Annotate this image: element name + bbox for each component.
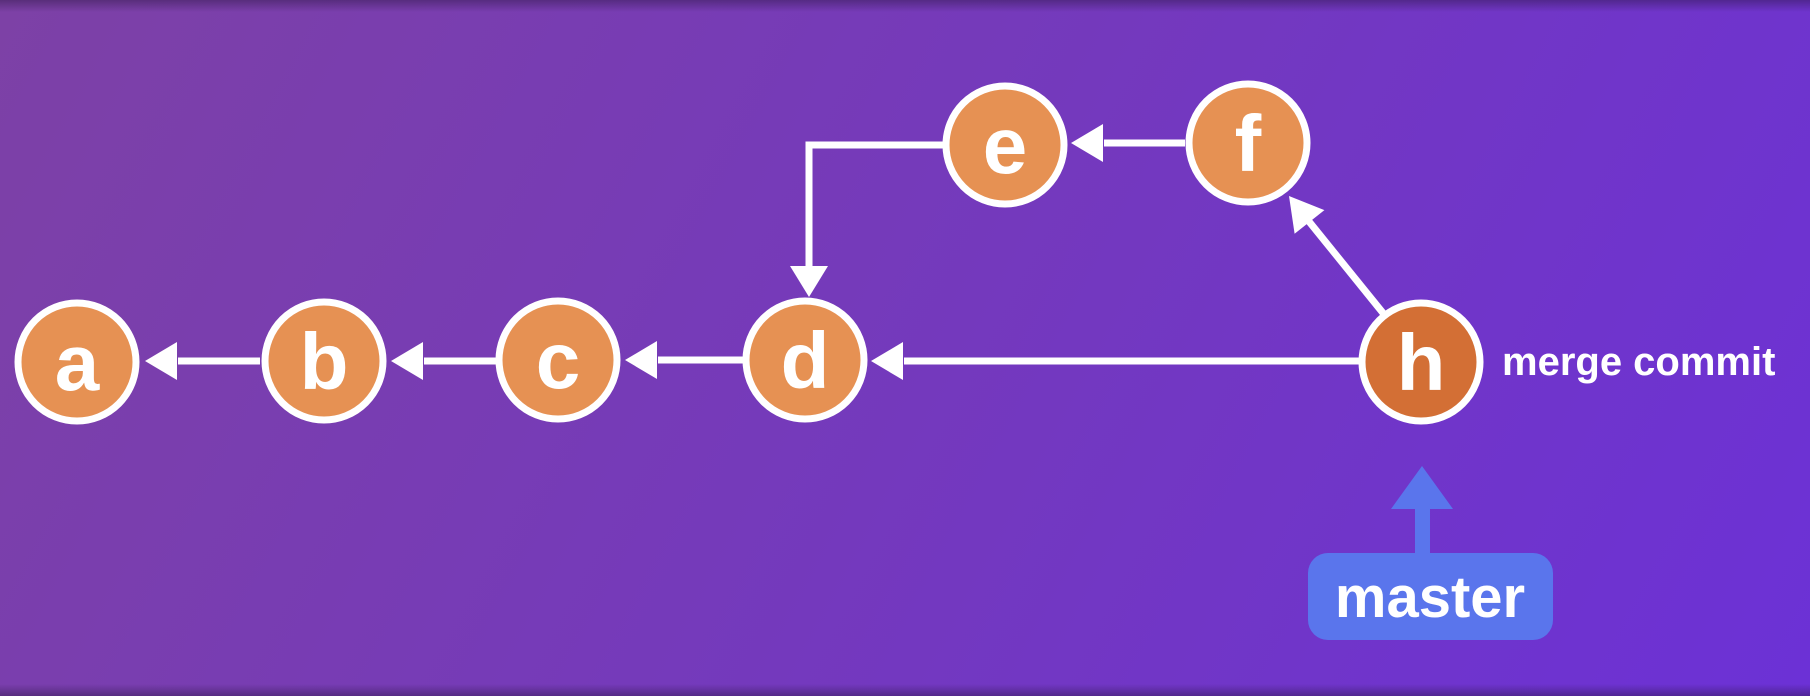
commit-node-d: d — [742, 297, 868, 423]
edge-b-a — [145, 342, 260, 380]
edge-d-c-arrowhead — [625, 341, 657, 379]
commit-node-c-label: c — [536, 316, 581, 405]
commit-node-c: c — [495, 297, 621, 423]
commit-node-b-circle — [261, 298, 387, 424]
edge-c-b — [391, 342, 497, 380]
edge-h-d — [871, 342, 1360, 380]
edge-h-d-arrowhead — [871, 342, 903, 380]
edge-h-f-line — [1304, 216, 1386, 316]
edge-e-d — [790, 141, 944, 297]
branch-arrow-icon — [1391, 466, 1453, 556]
commit-node-f-circle — [1185, 80, 1311, 206]
edge-f-e-arrowhead — [1071, 124, 1103, 162]
commit-node-a-circle — [14, 299, 140, 425]
commit-node-b: b — [261, 298, 387, 424]
commit-node-a: a — [14, 299, 140, 425]
commit-node-e-circle — [942, 82, 1068, 208]
commit-node-f: f — [1185, 80, 1311, 206]
commit-node-c-circle — [495, 297, 621, 423]
merge-commit-node-h-circle — [1358, 299, 1484, 425]
edge-c-b-arrowhead — [391, 342, 423, 380]
commit-node-e-label: e — [983, 101, 1028, 190]
commit-node-d-label: d — [781, 316, 830, 405]
commit-node-a-label: a — [55, 318, 100, 407]
edge-h-f — [1289, 196, 1386, 316]
branch-badge-background — [1308, 553, 1553, 640]
branch-arrow-head — [1391, 466, 1453, 509]
branch-badge-label: master — [1335, 565, 1525, 630]
commit-node-b-label: b — [300, 317, 349, 406]
merge-commit-node-h-label: h — [1397, 318, 1446, 407]
branch-badge: master — [1308, 553, 1553, 640]
edge-h-f-arrowhead — [1289, 196, 1325, 234]
edge-e-d-arrowhead — [790, 266, 828, 297]
commit-node-f-label: f — [1235, 99, 1262, 188]
merge-commit-node-h: h — [1358, 299, 1484, 425]
edge-f-e — [1071, 124, 1185, 162]
branch-arrow-stem — [1415, 502, 1430, 556]
edge-e-d-elbow-line — [805, 141, 944, 268]
edge-d-c — [625, 341, 744, 379]
merge-commit-annotation: merge commit — [1502, 340, 1775, 384]
commit-node-e: e — [942, 82, 1068, 208]
edge-b-a-arrowhead — [145, 342, 177, 380]
commit-node-d-circle — [742, 297, 868, 423]
